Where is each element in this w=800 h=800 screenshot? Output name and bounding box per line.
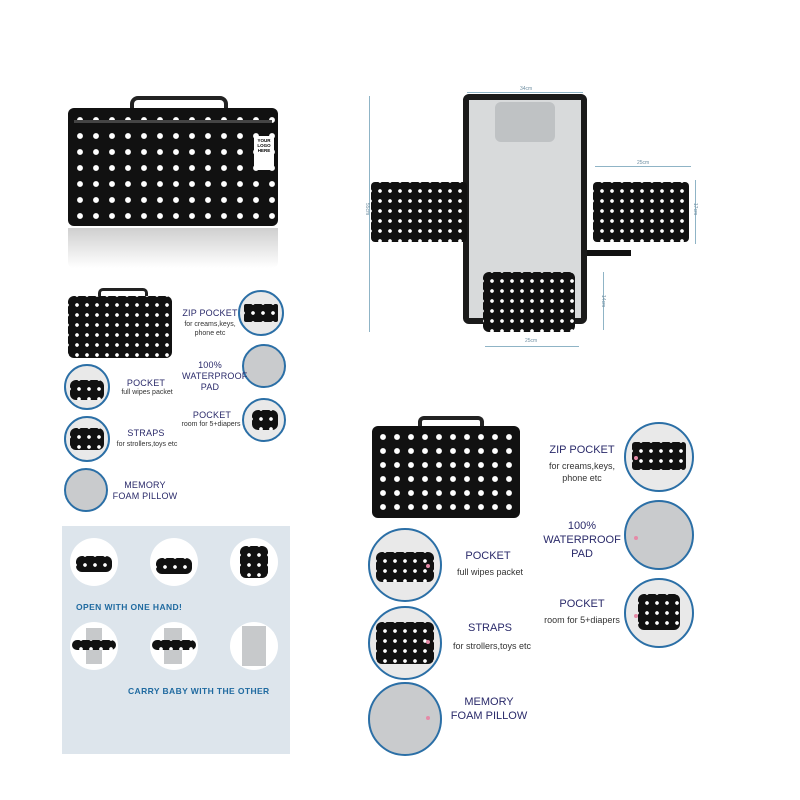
right-wing [593, 182, 689, 242]
dim-line-left [369, 96, 370, 332]
memory-circle [64, 468, 108, 512]
step-circle-3 [230, 538, 278, 586]
callout-dot [426, 640, 430, 644]
callout-dot [634, 536, 638, 540]
logo-tag: YOUR LOGO HERE [254, 136, 274, 170]
zip-pocket-circle-large [624, 422, 694, 492]
bag-handle [130, 96, 228, 114]
logo-text: YOUR LOGO HERE [257, 138, 271, 153]
straps-circle [64, 416, 110, 462]
waterproof-circle-large [624, 500, 694, 570]
callout-dot [634, 614, 638, 618]
dim-line-side-h [695, 180, 696, 244]
pocket-left-circle-large [368, 528, 442, 602]
straps-sub-large: for strollers,toys etc [452, 641, 532, 651]
callout-dot [426, 564, 430, 568]
pocket-left-sub: full wipes packet [121, 389, 173, 396]
memory-title: MEMORY FOAM PILLOW [112, 480, 178, 501]
dim-side-height: 17cm [692, 202, 699, 216]
pocket-left-title: POCKET [126, 378, 166, 388]
dim-width-top: 34cm [520, 86, 533, 92]
callout-dot [426, 716, 430, 720]
product-photo-closed: YOUR LOGO HERE [64, 96, 286, 268]
dim-side-width: 25cm [637, 160, 650, 166]
step-circle-4 [70, 622, 118, 670]
pocket-left-sub-large: full wipes packet [456, 567, 524, 577]
dimension-diagram: 34cm 55cm 25cm 17cm 14cm 25cm [355, 80, 705, 360]
pocket-right-sub-large: room for 5+diapers [544, 615, 620, 625]
memory-circle-large [368, 682, 442, 756]
bottom-pocket [483, 272, 575, 332]
bag-photo-small [68, 288, 172, 358]
features-small: ZIP POCKET for creams,keys, phone etc 10… [60, 288, 292, 512]
pocket-right-title: POCKET [192, 410, 232, 420]
pocket-right-title-large: POCKET [559, 598, 605, 610]
pocket-left-circle [64, 364, 110, 410]
zip-pocket-sub-large: for creams,keys, phone etc [548, 461, 615, 484]
bag-photo-large [372, 416, 520, 520]
bag-zip-strip [74, 120, 272, 123]
pocket-right-circle-large [624, 578, 694, 648]
bag-reflection [68, 228, 278, 268]
step-circle-1 [70, 538, 118, 586]
step-circle-5 [150, 622, 198, 670]
pocket-right-circle [242, 398, 286, 442]
straps-circle-large [368, 606, 442, 680]
zip-pocket-circle [238, 290, 284, 336]
straps-title: STRAPS [127, 428, 165, 438]
straps-title-large: STRAPS [467, 622, 512, 634]
waterproof-title: 100% WATERPROOF PAD [182, 360, 248, 392]
waterproof-title-large: 100% WATERPROOF PAD [543, 520, 621, 560]
step-circle-6 [230, 622, 278, 670]
zip-pocket-title: ZIP POCKET [182, 308, 238, 318]
dim-line-side [595, 166, 691, 167]
steps-panel: OPEN WITH ONE HAND! CARRY BABY WITH THE … [62, 526, 290, 754]
dim-height-total: 55cm [364, 202, 371, 216]
dim-line-pocket-h [603, 272, 604, 330]
memory-title-large: MEMORY FOAM PILLOW [450, 696, 528, 722]
bag-body [68, 108, 278, 226]
dim-line-top [467, 92, 583, 93]
dim-pocket-height: 14cm [600, 294, 607, 308]
dim-line-bottom [485, 346, 579, 347]
step-text-carry: CARRY BABY WITH THE OTHER [128, 686, 270, 696]
step-text-open: OPEN WITH ONE HAND! [76, 602, 183, 612]
pillow [495, 102, 555, 142]
strap [587, 250, 631, 256]
dim-pocket-width: 25cm [525, 338, 538, 344]
pocket-left-title-large: POCKET [465, 550, 511, 562]
waterproof-circle [242, 344, 286, 388]
callout-dot [634, 456, 638, 460]
zip-pocket-sub: for creams,keys, phone etc [184, 321, 236, 338]
left-wing [371, 182, 467, 242]
pocket-right-sub: room for 5+diapers [181, 421, 241, 428]
step-circle-2 [150, 538, 198, 586]
features-large: ZIP POCKET for creams,keys, phone etc 10… [362, 416, 702, 756]
straps-sub: for strollers,toys etc [116, 441, 178, 448]
zip-pocket-title-large: ZIP POCKET [549, 444, 615, 456]
